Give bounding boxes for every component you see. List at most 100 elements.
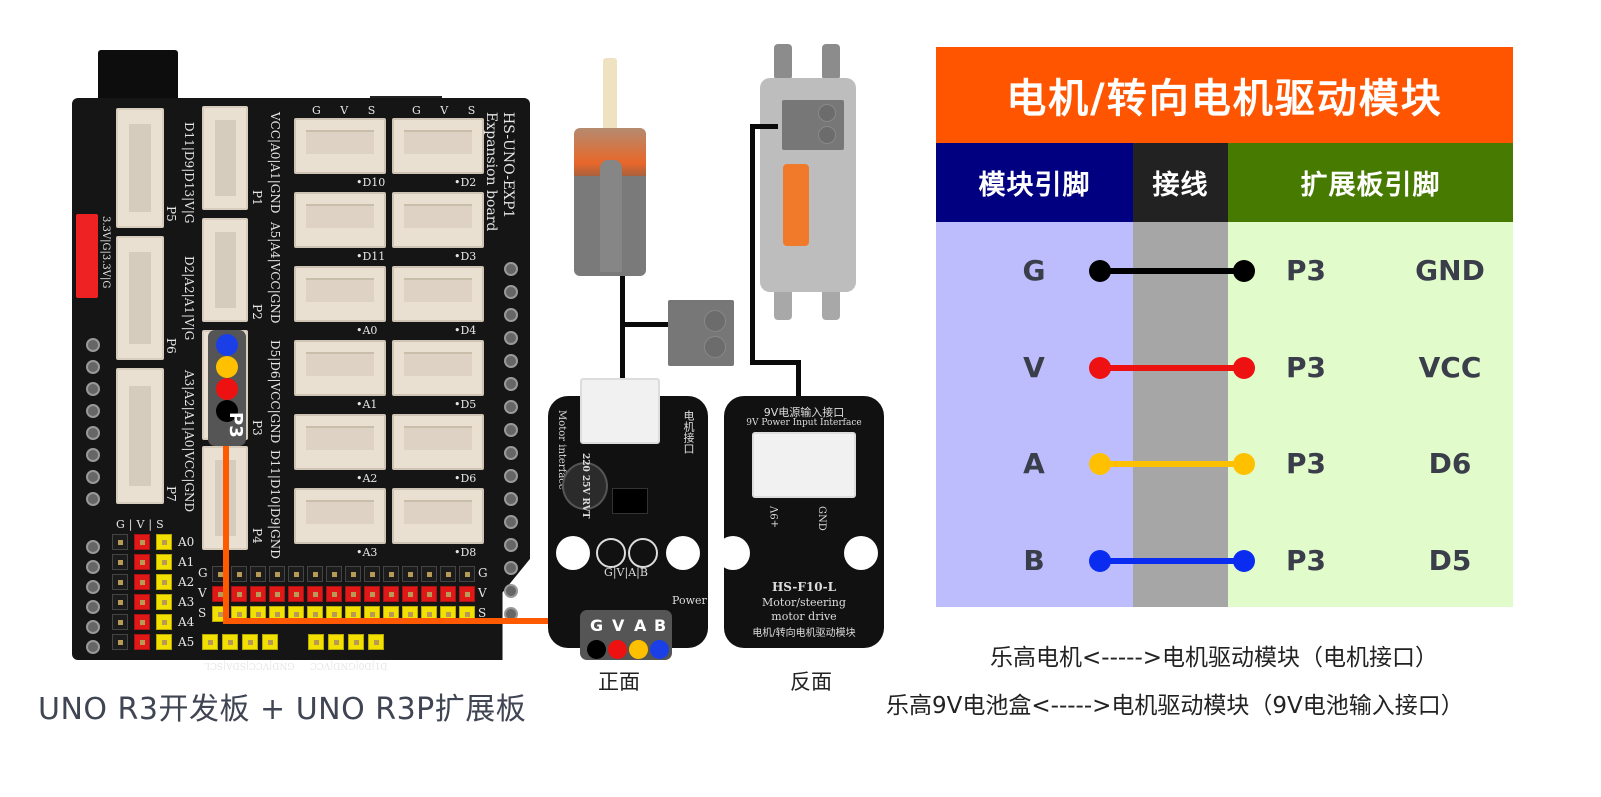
motor-icon — [596, 538, 626, 568]
header-hole — [86, 360, 100, 374]
port-p2-pins: A5|A4|VCC|GND — [268, 222, 282, 324]
socket-label: •A2 — [356, 472, 378, 485]
wire-endpoint — [1089, 356, 1111, 379]
header-hole — [504, 331, 518, 345]
wire-endpoint — [1089, 549, 1111, 572]
wire-endpoint — [1233, 549, 1255, 572]
battery-interface-en: 9V Power Input Interface — [746, 418, 862, 428]
header-pin — [112, 554, 128, 570]
port-p7-connector — [116, 368, 164, 504]
module-desc-cn: 电机/转向电机驱动模块 — [752, 628, 856, 639]
socket-label: •A1 — [356, 398, 378, 411]
board-port: P3 — [1285, 447, 1326, 480]
gvab-letter-v: V — [612, 616, 625, 635]
socket-label: •D10 — [356, 176, 386, 189]
gvs-socket — [294, 340, 386, 396]
battery-lug — [822, 284, 840, 320]
header-hole — [504, 584, 518, 598]
battery-lug — [774, 284, 792, 320]
motor-interface-connector — [580, 378, 660, 444]
digital-row-label: S — [198, 606, 207, 620]
analog-label: A4 — [178, 615, 195, 629]
analog-label: A3 — [178, 595, 195, 609]
header-hole — [86, 338, 100, 352]
header-pin — [383, 586, 399, 602]
socket-label: •D4 — [454, 324, 477, 337]
header-pin — [402, 566, 418, 582]
socket-header-label: G V S — [412, 104, 484, 117]
digital-row-label: S — [478, 606, 487, 620]
port-p5-connector — [116, 108, 164, 228]
header-pin — [134, 534, 150, 550]
header-pin — [307, 566, 323, 582]
header-pin — [250, 586, 266, 602]
p3-highlight-tag — [208, 330, 246, 446]
digital-row-label: V — [478, 586, 487, 600]
driver-ic — [612, 488, 648, 514]
header-hole — [504, 308, 518, 322]
gvab-letter-b: B — [654, 616, 667, 635]
header-hole — [504, 469, 518, 483]
header-pin — [112, 614, 128, 630]
analog-pin-row — [112, 594, 172, 610]
port-p5-label: P5 — [164, 206, 178, 222]
wire-endpoint — [1233, 453, 1255, 475]
port-p2-label: P2 — [250, 304, 264, 320]
p3-dot-blue — [216, 334, 238, 356]
battery-input-connector — [752, 432, 856, 498]
motor-cable — [620, 276, 625, 380]
header-pin — [383, 566, 399, 582]
digital-pin-row — [212, 586, 475, 602]
back-caption: 反面 — [790, 670, 832, 694]
battery-cable — [750, 124, 755, 364]
p3-tag-label: P3 — [225, 412, 246, 438]
gvs-socket — [392, 340, 484, 396]
battery-switch — [783, 164, 809, 246]
socket-label: •D6 — [454, 472, 477, 485]
header-pin — [345, 586, 361, 602]
header-pin — [112, 594, 128, 610]
p3-dot-red — [216, 378, 238, 400]
port-p5-pins: D11|D9|D13|V|G — [182, 122, 196, 224]
board-pin: VCC — [1418, 350, 1482, 384]
header-pin — [288, 586, 304, 602]
port-p6-connector — [116, 236, 164, 360]
gvs-socket — [392, 414, 484, 470]
motor-interface-cn: 电机接口 — [682, 410, 695, 454]
port-p1-connector — [202, 106, 248, 210]
header-pin — [112, 634, 128, 650]
socket-header-label: G V S — [312, 104, 384, 117]
socket-label: •D11 — [356, 250, 386, 263]
header-hole — [504, 538, 518, 552]
lego-plug-battery — [782, 100, 844, 150]
gvs-socket — [392, 118, 484, 174]
socket-label: •A0 — [356, 324, 378, 337]
header-wiring: 接线 — [1133, 143, 1228, 222]
analog-label: A1 — [178, 555, 195, 569]
header-pin — [156, 594, 172, 610]
wire-line — [1100, 364, 1244, 371]
battery-cable — [750, 124, 778, 129]
battery-lug — [822, 44, 840, 80]
header-pin — [421, 586, 437, 602]
lego-plug-motor — [668, 300, 734, 366]
socket-label: •D3 — [454, 250, 477, 263]
battery-interface-cn: 9V电源输入接口 — [763, 406, 845, 419]
analog-pin-row — [112, 614, 172, 630]
digital-row-label: G — [478, 566, 488, 580]
board-pin: D5 — [1428, 543, 1472, 577]
gvab-dot-red — [608, 640, 627, 659]
board-port: P3 — [1285, 350, 1326, 384]
i2c-header-label: GND|VCC|SDA|SCL — [204, 660, 295, 670]
motor-cable-branch — [620, 322, 668, 327]
header-hole — [86, 404, 100, 418]
motor-interface-en: Motor interface — [556, 410, 567, 490]
pin-plus-9v: +9V — [770, 506, 781, 528]
header-pin — [156, 634, 172, 650]
wire-endpoint — [1089, 260, 1111, 282]
header-hole — [504, 446, 518, 460]
header-pin — [134, 614, 150, 630]
gvs-socket — [294, 266, 386, 322]
gvab-letter-a: A — [634, 616, 647, 635]
mount-hole — [666, 536, 700, 570]
